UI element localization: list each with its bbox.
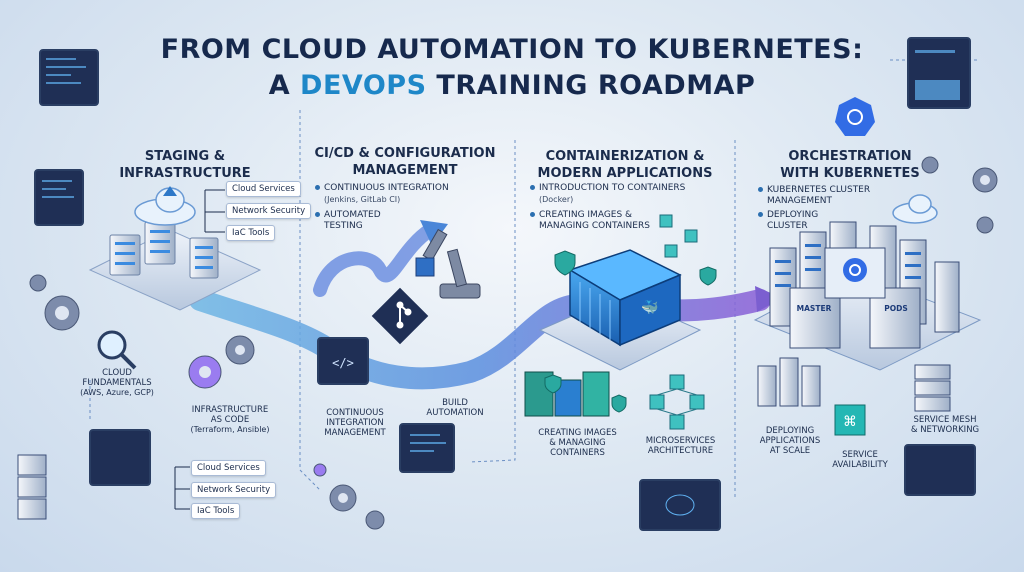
staging-title-line1: STAGING &: [144, 149, 226, 164]
bullet-dot: [315, 212, 320, 217]
svg-text:🐳: 🐳: [641, 299, 658, 316]
tag-iac-tools-bottom: IaC Tools: [191, 503, 241, 519]
containers-bullet1-sub: (Docker): [539, 195, 574, 204]
microservices-label: MICROSERVICES ARCHITECTURE: [628, 436, 733, 456]
k8s-title-line2: WITH KUBERNETES: [780, 166, 920, 181]
tag-cloud-services-top: Cloud Services: [226, 181, 301, 197]
images-line1: CREATING IMAGES: [538, 428, 617, 438]
deploying-apps-label: DEPLOYING APPLICATIONS AT SCALE: [740, 426, 840, 456]
k8s-bullet1-line2: MANAGEMENT: [767, 196, 832, 206]
images-line3: CONTAINERS: [550, 448, 605, 458]
cicd-bullet-ci: CONTINUOUS INTEGRATION (Jenkins, GitLab …: [315, 183, 505, 205]
mesh-line1: SERVICE MESH: [913, 415, 977, 425]
micro-line1: MICROSERVICES: [645, 436, 716, 446]
section-title-kubernetes: ORCHESTRATION WITH KUBERNETES: [760, 148, 940, 182]
containers-bullet1-text: INTRODUCTION TO CONTAINERS: [539, 183, 686, 193]
containers-bullet-intro: INTRODUCTION TO CONTAINERS (Docker): [530, 183, 720, 205]
title-suffix: TRAINING ROADMAP: [426, 70, 756, 101]
avail-line2: AVAILABILITY: [832, 460, 888, 470]
tag-cloud-services-bottom: Cloud Services: [191, 460, 266, 476]
cicd-bullet-testing: AUTOMATED TESTING: [315, 210, 465, 232]
k8s-bullet2-line1: DEPLOYING: [767, 210, 819, 220]
bullet-dot: [758, 212, 763, 217]
creating-images-label: CREATING IMAGES & MANAGING CONTAINERS: [525, 428, 630, 458]
cicd-bullet1-text: CONTINUOUS INTEGRATION: [324, 183, 449, 193]
cicd-bullet2-line2: TESTING: [324, 221, 363, 231]
cloud-fundamentals-label: CLOUD FUNDAMENTALS (AWS, Azure, GCP): [62, 368, 172, 398]
k8s-title-line1: ORCHESTRATION: [788, 149, 912, 164]
service-availability-label: SERVICE AVAILABILITY: [815, 450, 905, 470]
iac-sub: (Terraform, Ansible): [190, 425, 270, 434]
containers-title-line1: CONTAINERIZATION &: [545, 149, 705, 164]
deploy-line1: DEPLOYING: [765, 426, 815, 436]
title-accent: DEVOPS: [300, 70, 427, 101]
build-line1: BUILD: [442, 398, 468, 408]
containers-bullet2-line1: CREATING IMAGES &: [539, 210, 633, 220]
bullet-dot: [530, 212, 535, 217]
tag-iac-tools-top: IaC Tools: [226, 225, 276, 241]
svg-text:⌘: ⌘: [843, 414, 857, 430]
cloud-fundamentals-line1: CLOUD: [102, 368, 132, 378]
k8s-bullet2-line2: CLUSTER: [767, 221, 808, 231]
page-title-line-2: A DEVOPS TRAINING ROADMAP: [0, 70, 1024, 101]
cloud-fundamentals-line2: FUNDAMENTALS: [82, 378, 152, 388]
cicd-title-line2: MANAGEMENT: [352, 163, 458, 178]
cicd-title-line1: CI/CD & CONFIGURATION: [314, 146, 496, 161]
iac-line2: AS CODE: [210, 415, 250, 425]
tag-network-security-top: Network Security: [226, 203, 312, 219]
staging-title-line2: INFRASTRUCTURE: [119, 166, 251, 181]
integration-line2: INTEGRATION: [326, 418, 384, 428]
page-title-line-1: FROM CLOUD AUTOMATION TO KUBERNETES:: [160, 34, 864, 65]
cicd-bullet1-sub: (Jenkins, GitLab CI): [324, 195, 401, 204]
containers-bullet2-line2: MANAGING CONTAINERS: [539, 221, 650, 231]
bullet-dot: [758, 187, 763, 192]
tag-network-security-bottom: Network Security: [191, 482, 277, 498]
section-title-cicd: CI/CD & CONFIGURATION MANAGEMENT: [300, 145, 510, 179]
bullet-dot: [530, 185, 535, 190]
iac-label: INFRASTRUCTURE AS CODE (Terraform, Ansib…: [175, 405, 285, 435]
service-mesh-label: SERVICE MESH & NETWORKING: [895, 415, 995, 435]
master-node-label: MASTER: [796, 304, 832, 313]
deploy-line3: AT SCALE: [769, 446, 811, 456]
cloud-fundamentals-sub: (AWS, Azure, GCP): [80, 388, 154, 397]
section-title-staging: STAGING & INFRASTRUCTURE: [105, 148, 265, 182]
flow-arrowhead: [755, 286, 782, 312]
integration-line3: MANAGEMENT: [324, 428, 386, 438]
k8s-bullet-deploying: DEPLOYING CLUSTER: [758, 210, 898, 232]
iac-line1: INFRASTRUCTURE: [191, 405, 269, 415]
integration-line1: CONTINUOUS: [326, 408, 384, 418]
title-prefix: A: [268, 70, 301, 101]
cicd-bullet2-line1: AUTOMATED: [324, 210, 381, 220]
section-title-containers: CONTAINERIZATION & MODERN APPLICATIONS: [530, 148, 720, 182]
pods-label: PODS: [884, 304, 908, 313]
images-line2: & MANAGING: [549, 438, 606, 448]
micro-line2: ARCHITECTURE: [647, 446, 714, 456]
bullet-dot: [315, 185, 320, 190]
mesh-line2: & NETWORKING: [910, 425, 980, 435]
containers-title-line2: MODERN APPLICATIONS: [537, 166, 713, 181]
k8s-bullet1-line1: KUBERNETES CLUSTER: [767, 185, 871, 195]
deploy-line2: APPLICATIONS: [759, 436, 821, 446]
containers-bullet-images: CREATING IMAGES & MANAGING CONTAINERS: [530, 210, 720, 232]
avail-line1: SERVICE: [842, 450, 878, 460]
svg-text:</>: </>: [332, 356, 354, 370]
build-line2: AUTOMATION: [426, 408, 484, 418]
k8s-bullet-cluster: KUBERNETES CLUSTER MANAGEMENT: [758, 185, 918, 207]
build-automation-label: BUILD AUTOMATION: [410, 398, 500, 418]
integration-management-label: CONTINUOUS INTEGRATION MANAGEMENT: [305, 408, 405, 438]
